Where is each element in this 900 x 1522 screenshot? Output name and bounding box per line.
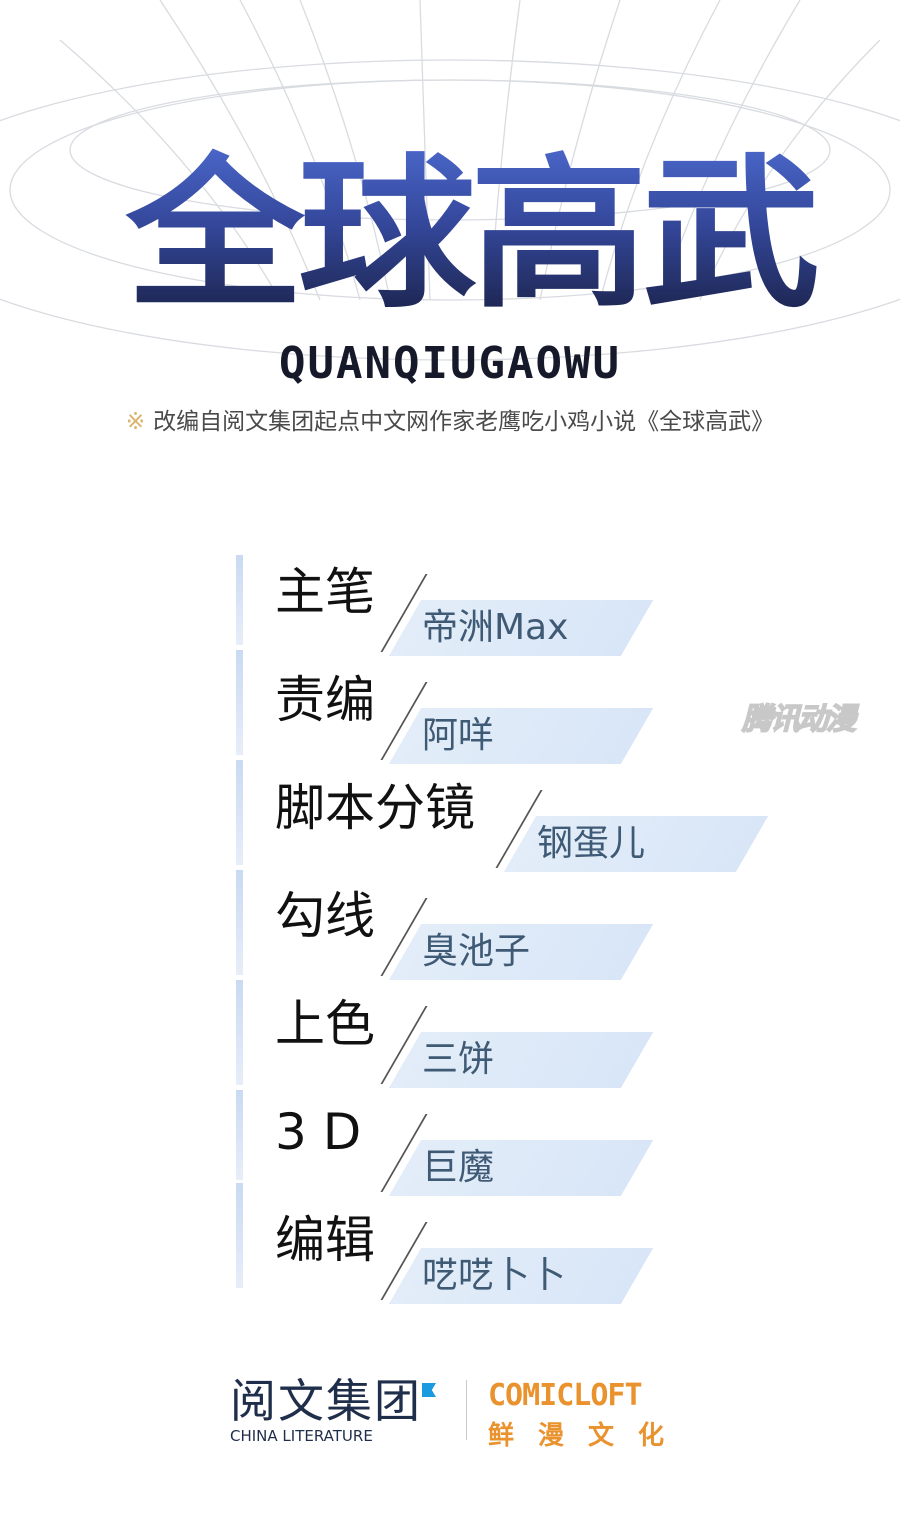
credit-role: 责编 xyxy=(275,671,375,729)
china-literature-zh: 阅文集团 xyxy=(230,1374,422,1428)
credit-role: 3 D xyxy=(275,1103,362,1161)
credit-bar xyxy=(236,1183,243,1288)
credit-role: 编辑 xyxy=(275,1211,375,1269)
credit-role: 上色 xyxy=(275,995,375,1053)
credit-name: 帝洲Max xyxy=(422,607,569,648)
source-text: 改编自阅文集团起点中文网作家老鹰吃小鸡小说《全球高武》 xyxy=(153,409,775,435)
china-literature-logo: 阅文集团 CHINA LITERATURE xyxy=(230,1375,436,1445)
credit-bar xyxy=(236,1090,243,1180)
credit-name: 呓呓卜卜 xyxy=(422,1255,567,1296)
watermark: 腾讯动漫 xyxy=(741,701,857,738)
note-mark: ※ xyxy=(125,409,146,435)
comic-title-pinyin: QUANQIUGAOWU xyxy=(279,338,621,389)
china-literature-en: CHINA LITERATURE xyxy=(230,1427,373,1445)
credit-name: 臭池子 xyxy=(422,931,531,972)
credit-name: 阿咩 xyxy=(422,715,495,756)
logo-divider xyxy=(466,1380,467,1440)
flag-icon xyxy=(422,1383,436,1397)
comicloft-en: COMICLOFT xyxy=(488,1378,643,1413)
credit-bar xyxy=(236,555,243,645)
credit-role: 主笔 xyxy=(275,563,375,621)
comic-title: 全球高武 xyxy=(80,134,860,336)
credit-name: 三饼 xyxy=(422,1039,495,1080)
credit-bar xyxy=(236,760,243,865)
credit-role: 脚本分镜 xyxy=(275,779,475,837)
comicloft-zh: 鲜漫文化 xyxy=(488,1421,689,1451)
credit-bar xyxy=(236,870,243,975)
credit-name: 钢蛋儿 xyxy=(537,823,646,864)
credit-bar xyxy=(236,650,243,755)
comicloft-logo: COMICLOFT 鲜漫文化 xyxy=(488,1378,688,1452)
source-note: ※ 改编自阅文集团起点中文网作家老鹰吃小鸡小说《全球高武》 xyxy=(0,402,900,436)
globe-grid-decoration xyxy=(0,0,900,361)
credit-name: 巨魔 xyxy=(422,1147,495,1188)
credit-bar xyxy=(236,980,243,1085)
credit-role: 勾线 xyxy=(275,887,375,945)
